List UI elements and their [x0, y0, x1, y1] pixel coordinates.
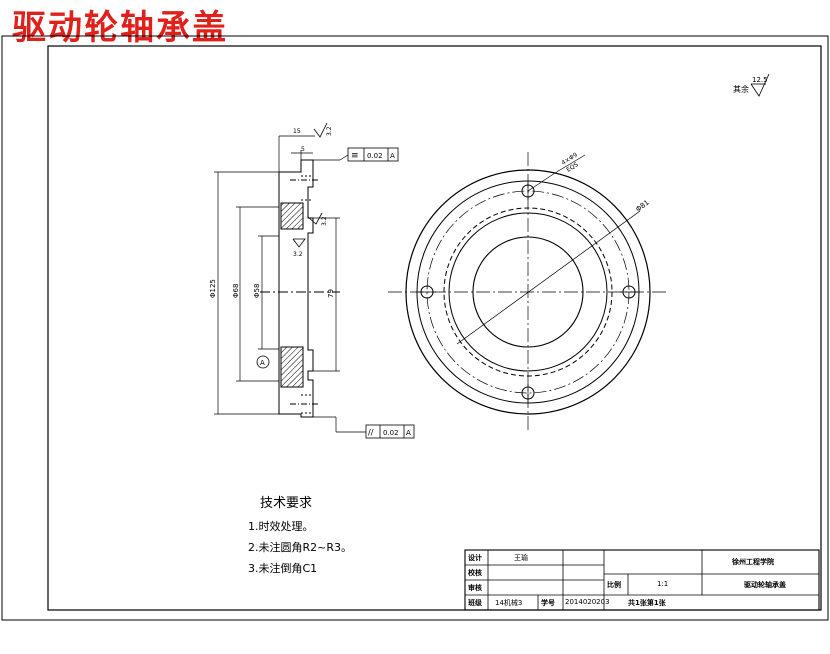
svg-text:12.5: 12.5: [752, 76, 768, 84]
datum-a-circle: [256, 355, 270, 369]
review-label: 审核: [468, 584, 482, 592]
dim-d58: Φ58: [253, 284, 261, 298]
roughness-note: 其余 12.5: [733, 73, 770, 97]
school-name: 徐州工程学院: [732, 558, 774, 566]
dim-15: 15: [293, 128, 301, 135]
svg-text:0.02: 0.02: [367, 152, 383, 160]
front-view: [388, 152, 668, 432]
parallel-tolerance-frame: // 0.02 A: [365, 424, 415, 439]
svg-text:A: A: [390, 152, 395, 160]
inner-frame: [47, 45, 822, 611]
scale-value: 1:1: [657, 580, 669, 588]
section-hatch-lower: [280, 346, 304, 388]
outer-frame: [1, 35, 829, 621]
student-label: 学号: [541, 599, 555, 607]
sheet-count: 共1张第1张: [628, 599, 666, 607]
check-label: 校核: [468, 569, 482, 577]
scale-label: 比例: [607, 581, 621, 589]
svg-text:≡: ≡: [351, 151, 359, 161]
tech-requirements-heading: 技术要求: [260, 496, 313, 511]
svg-text://: //: [368, 428, 374, 437]
class-label: 班级: [468, 599, 482, 607]
tech-requirement-item: 1.时效处理。: [248, 520, 314, 533]
roughness-value-2: 3.2: [321, 216, 328, 226]
roughness-symbols: [292, 122, 328, 248]
title-block-grid: [464, 549, 820, 611]
tech-requirements: 技术要求 1.时效处理。 2.未注圆角R2~R3。 3.未注倒角C1: [248, 493, 352, 579]
dim-d125: Φ125: [209, 279, 217, 298]
part-name: 驱动轮轴承盖: [744, 581, 786, 589]
svg-text:其余: 其余: [733, 84, 749, 94]
designer-name: 王瑜: [514, 554, 528, 562]
tech-requirement-item: 2.未注圆角R2~R3。: [248, 541, 352, 554]
dim-79: 79: [327, 289, 335, 298]
dim-d68: Φ68: [232, 284, 240, 298]
datum-a-label: A: [260, 359, 265, 367]
flatness-tolerance-frame: ≡ 0.02 A: [347, 147, 399, 162]
dim-5: 5: [301, 146, 305, 153]
dim-d81: Φ81: [634, 199, 650, 214]
svg-text:A: A: [406, 429, 411, 437]
class-value: 14机械3: [495, 599, 523, 607]
page-title: 驱动轮轴承盖: [12, 8, 228, 48]
section-hatch-upper: [280, 202, 304, 230]
roughness-value-1: 3.2: [326, 126, 333, 136]
tech-requirement-item: 3.未注倒角C1: [248, 562, 318, 575]
svg-text:0.02: 0.02: [383, 429, 399, 437]
roughness-value-3: 3.2: [293, 251, 303, 258]
student-value: 2014020203: [565, 598, 610, 606]
section-dimensions: [214, 135, 366, 433]
section-view: [260, 159, 340, 418]
design-label: 设计: [468, 554, 482, 562]
